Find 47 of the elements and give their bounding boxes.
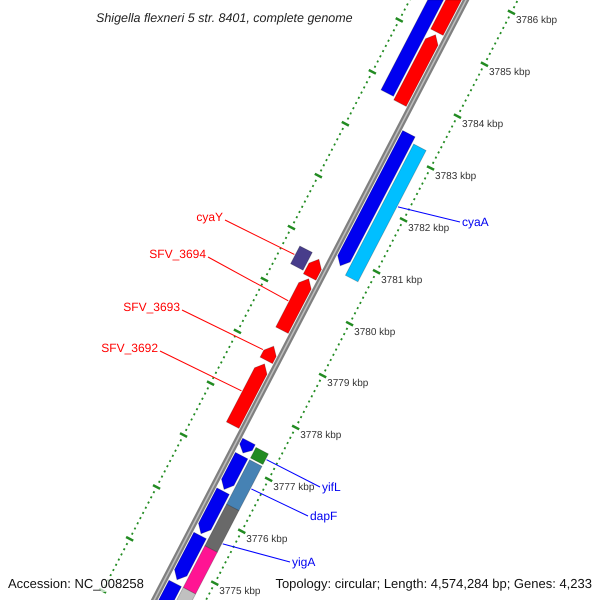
- gene-block: [221, 452, 248, 490]
- gene-label: yifL: [322, 480, 341, 494]
- gene-block: [198, 487, 230, 534]
- scale-label: 3782 kbp: [408, 222, 450, 235]
- genome-stats-text: Topology: circular; Length: 4,574,284 bp; Genes: 4,233: [275, 576, 592, 592]
- gene-bar: [226, 459, 263, 512]
- scale-label: 3778 kbp: [300, 430, 342, 442]
- accession-text: Accession: NC_008258: [8, 576, 144, 592]
- gene-bar: [380, 0, 444, 97]
- gene-block: [302, 258, 322, 281]
- scale-label: 3775 kbp: [219, 586, 260, 598]
- scale-label: 3784 kbp: [462, 118, 504, 131]
- leader-line: [160, 350, 242, 392]
- gene-label: dapF: [310, 509, 338, 523]
- scale-label: 3776 kbp: [246, 534, 288, 546]
- gene-block: [275, 278, 312, 334]
- gene-block: [239, 438, 256, 454]
- gene-bar: [250, 446, 269, 466]
- scale-label: 3781 kbp: [381, 274, 422, 287]
- gene-bar: [430, 0, 462, 36]
- scale-label: 3780 kbp: [354, 326, 396, 339]
- scale-label: 3779 kbp: [327, 378, 368, 390]
- gene-label: SFV_3694: [149, 247, 206, 261]
- gene-label: cyaA: [462, 215, 489, 229]
- gene-label: cyaY: [196, 210, 223, 224]
- scale-label: 3783 kbp: [435, 170, 476, 183]
- gene-bar: [290, 245, 313, 271]
- leader-line: [208, 256, 289, 302]
- gene-label: yigA: [292, 555, 316, 569]
- gene-block: [260, 346, 277, 364]
- leader-line: [182, 310, 264, 350]
- scale-label: 3777 kbp: [273, 482, 314, 494]
- gene-bar: [204, 504, 240, 553]
- leader-line: [224, 220, 295, 255]
- scale-label: 3785 kbp: [488, 67, 530, 80]
- gene-block: [226, 363, 268, 429]
- leader-line: [397, 206, 460, 222]
- gene-label: SFV_3692: [101, 341, 158, 355]
- title: Shigella flexneri 5 str. 8401, complete genome: [96, 10, 353, 26]
- leader-line: [250, 488, 308, 516]
- gene-bar: [182, 545, 218, 595]
- leader-line: [222, 543, 290, 562]
- gene-block: [393, 34, 438, 107]
- gene-label: SFV_3693: [123, 300, 180, 314]
- gene-block: [174, 532, 207, 580]
- scale-label: 3786 kbp: [516, 15, 558, 28]
- leader-line: [266, 459, 320, 488]
